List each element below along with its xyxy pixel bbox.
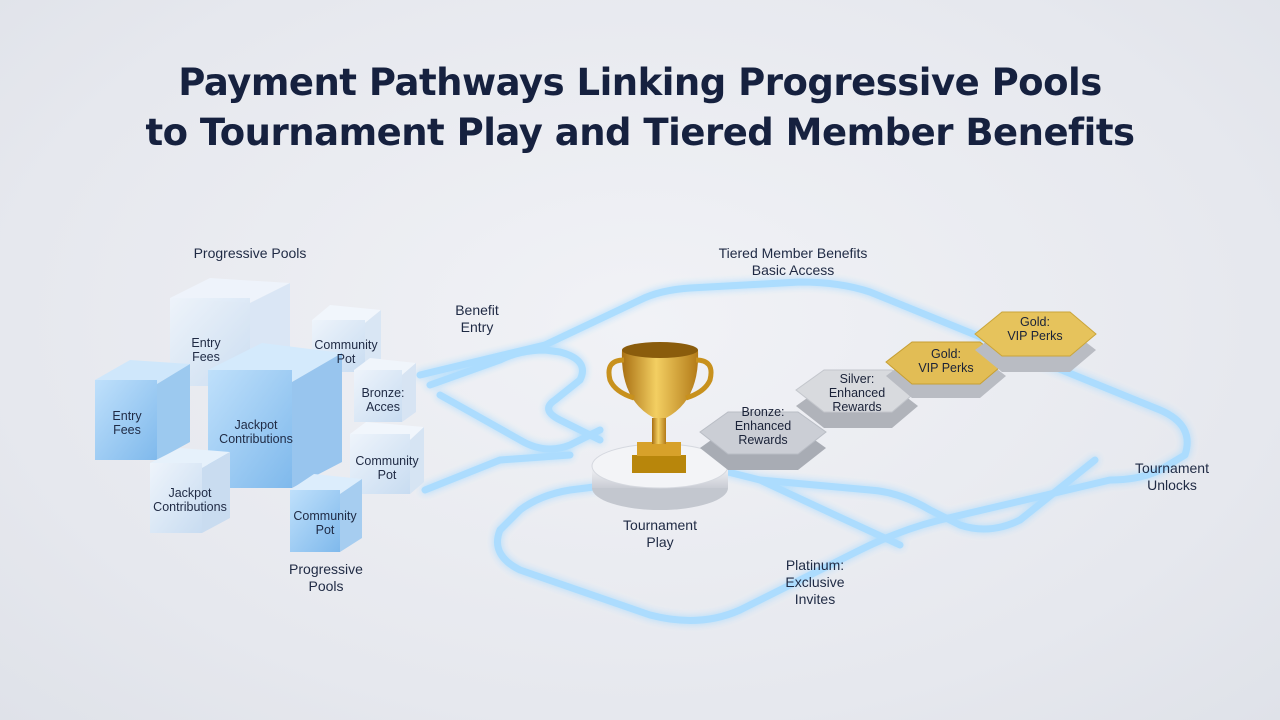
cube-bronze-access (354, 358, 416, 422)
outer-track (416, 278, 1191, 624)
tier-label-gold-2: Gold:VIP Perks (1007, 315, 1063, 343)
cube-label-bronze-access: Bronze:Acces (361, 386, 405, 414)
tier-label-gold-1: Gold:VIP Perks (918, 347, 974, 375)
tier-hex-bronze (699, 411, 827, 470)
progressive-pool-cubes (95, 278, 424, 552)
tier-track (716, 456, 1099, 533)
trophy-icon (606, 342, 714, 473)
inner-track-b (436, 391, 604, 453)
pools-header: Progressive Pools (193, 245, 307, 261)
cube-community-pot-bottom (290, 474, 362, 552)
title-line-2: to Tournament Play and Tiered Member Ben… (145, 111, 1135, 154)
inner-track-a (426, 346, 604, 444)
page-title: Payment Pathways Linking Progressive Poo… (0, 58, 1280, 158)
title-line-1: Payment Pathways Linking Progressive Poo… (178, 61, 1102, 104)
cube-entry-fees-front (95, 360, 190, 460)
tier-hex-silver (795, 369, 919, 428)
inner-track-c (421, 451, 574, 494)
tier-hexes (699, 311, 1097, 470)
tier-hex-gold-1 (885, 341, 1007, 398)
cube-jackpot-small (150, 448, 230, 533)
pathway-tracks (416, 278, 1191, 624)
tier-hex-gold-2 (974, 311, 1097, 372)
lower-track (756, 476, 904, 549)
